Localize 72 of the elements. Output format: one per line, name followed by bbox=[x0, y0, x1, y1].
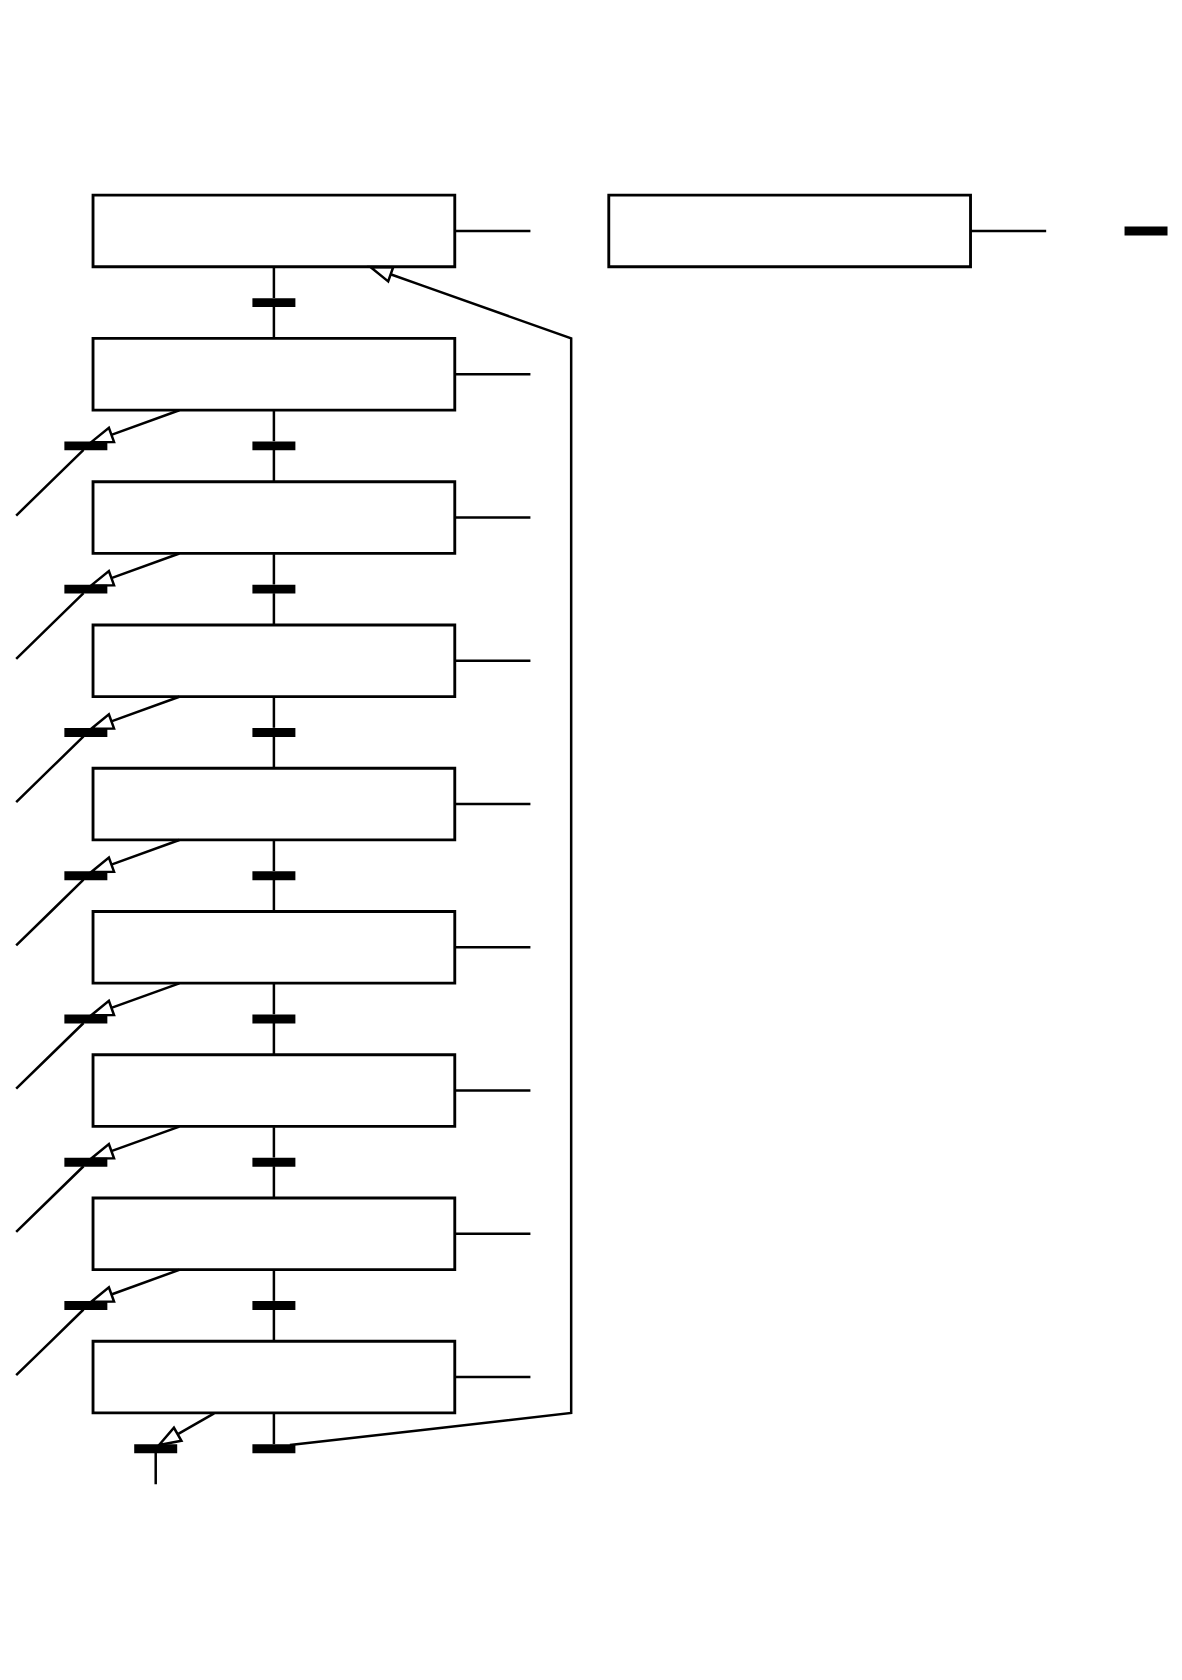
arrow bbox=[87, 838, 180, 873]
node-box bbox=[91, 1339, 457, 1414]
connector bbox=[455, 515, 531, 519]
node-box bbox=[607, 193, 972, 268]
node-box bbox=[91, 1052, 457, 1128]
connector bbox=[272, 840, 276, 871]
node-bar bbox=[64, 584, 108, 594]
arrow bbox=[87, 1268, 180, 1303]
connector bbox=[15, 878, 85, 946]
arrow bbox=[87, 408, 180, 443]
node-box bbox=[91, 193, 457, 268]
connector bbox=[272, 553, 276, 584]
connector bbox=[15, 1164, 85, 1233]
node-box bbox=[91, 909, 457, 985]
node-bar bbox=[252, 727, 296, 737]
connector bbox=[455, 1375, 531, 1378]
arrow bbox=[87, 695, 180, 730]
node-bar bbox=[252, 1443, 296, 1453]
connector bbox=[272, 983, 276, 1014]
connector bbox=[272, 735, 276, 768]
connector bbox=[154, 1451, 157, 1484]
node-box bbox=[91, 766, 457, 841]
connector bbox=[455, 372, 531, 375]
connector bbox=[272, 1165, 276, 1198]
connector bbox=[15, 1021, 85, 1089]
node-bar bbox=[252, 297, 296, 307]
node-bar bbox=[64, 440, 108, 450]
node-bar bbox=[252, 870, 296, 880]
arrow bbox=[289, 265, 573, 1446]
connector bbox=[272, 267, 276, 298]
node-bar bbox=[252, 1013, 296, 1023]
connector bbox=[455, 1232, 531, 1235]
node-bar bbox=[64, 870, 108, 880]
connector bbox=[272, 1022, 276, 1055]
connector bbox=[455, 229, 531, 232]
connector bbox=[272, 1126, 276, 1158]
connector bbox=[272, 592, 276, 625]
arrow bbox=[87, 551, 180, 587]
node-box bbox=[91, 1196, 457, 1271]
connector bbox=[272, 306, 276, 338]
arrow bbox=[155, 1411, 215, 1447]
node-bar bbox=[134, 1443, 178, 1453]
connector bbox=[455, 1088, 531, 1092]
connector bbox=[272, 1309, 276, 1341]
arrow bbox=[87, 981, 180, 1016]
connector bbox=[272, 1269, 276, 1301]
node-bar bbox=[252, 1157, 296, 1167]
connector bbox=[15, 1308, 85, 1376]
connector bbox=[455, 945, 531, 949]
node-bar bbox=[1124, 226, 1168, 235]
connector bbox=[15, 735, 85, 803]
connector bbox=[272, 1413, 276, 1444]
node-box bbox=[91, 479, 457, 555]
connector bbox=[15, 448, 85, 516]
connector bbox=[970, 229, 1047, 232]
node-bar bbox=[252, 1300, 296, 1310]
node-box bbox=[91, 336, 457, 411]
node-bar bbox=[252, 584, 296, 594]
arrow bbox=[87, 1124, 180, 1160]
connector bbox=[272, 696, 276, 728]
node-bar bbox=[64, 1013, 108, 1023]
node-bar bbox=[64, 1157, 108, 1167]
connector bbox=[455, 659, 531, 662]
connector bbox=[272, 410, 276, 441]
connector bbox=[455, 802, 531, 805]
connector bbox=[272, 879, 276, 911]
node-box bbox=[91, 623, 457, 698]
connector bbox=[15, 591, 85, 660]
node-bar bbox=[64, 1300, 108, 1310]
node-bar bbox=[64, 727, 108, 737]
connector bbox=[272, 449, 276, 482]
node-bar bbox=[252, 440, 296, 450]
